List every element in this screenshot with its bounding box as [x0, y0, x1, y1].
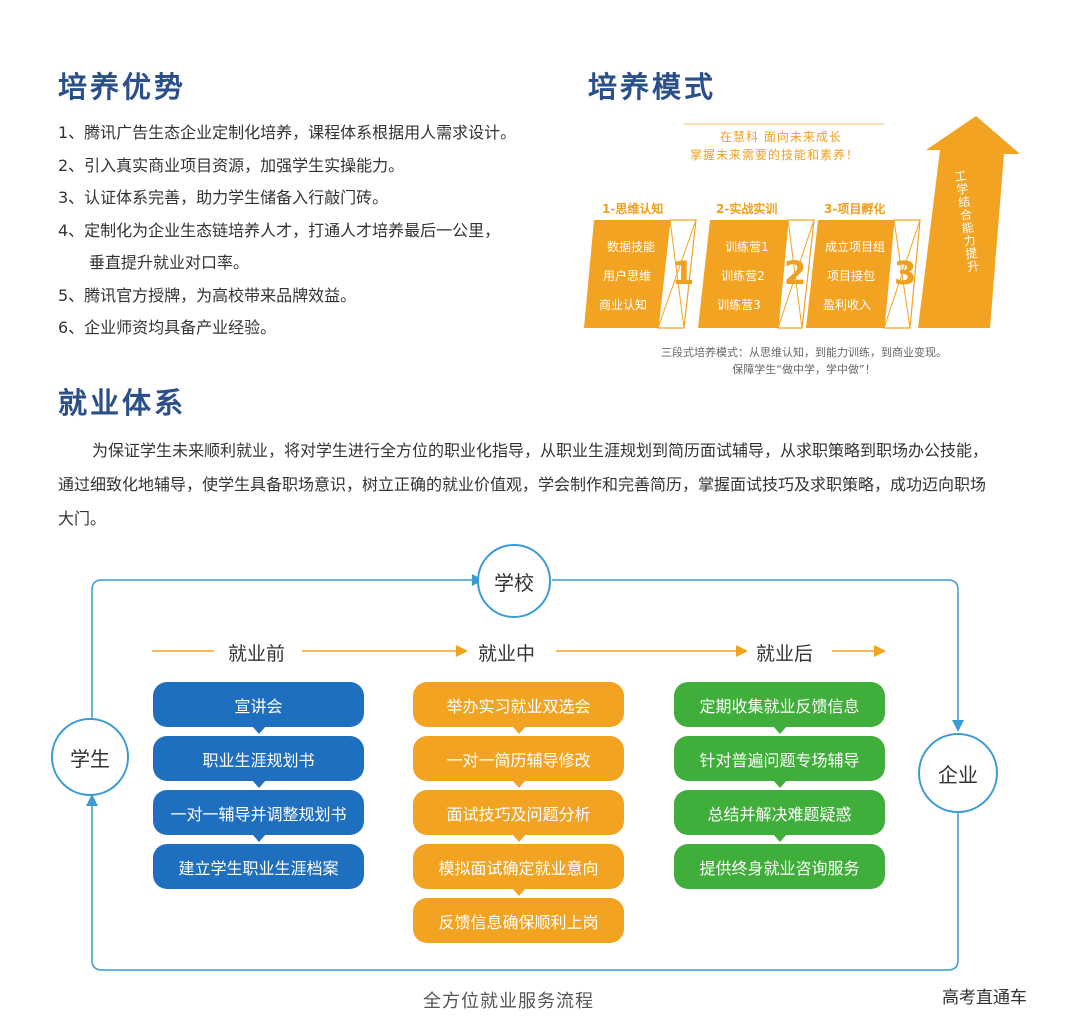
stage-block-3: [806, 220, 894, 328]
employment-paragraph: 为保证学生未来顺利就业，将对学生进行全方位的职业化指导，从职业生涯规划到简历面试…: [58, 441, 989, 528]
rising-arrow: [918, 116, 1020, 328]
stage-item: 数据技能: [606, 240, 655, 254]
staircase-graphic: [584, 116, 1020, 329]
arrow-head: [952, 720, 964, 732]
advantage-item: 1、腾讯广告生态企业定制化培养，课程体系根据用人需求设计。: [58, 123, 517, 142]
advantage-item: 3、认证体系完善，助力学生储备入行敲门砖。: [58, 188, 389, 207]
arrow-head: [86, 794, 98, 806]
after-step: 总结并解决难题疑惑: [674, 790, 885, 842]
stage-item: 盈利收入: [822, 298, 871, 312]
advantage-item: 垂直提升就业对口率。: [89, 253, 250, 272]
slogan-line1: 在慧科 面向未来成长: [720, 130, 842, 144]
phase-before: 就业前: [228, 643, 286, 665]
stage-number-2: 2: [784, 254, 807, 292]
after-step: 定期收集就业反馈信息: [674, 682, 885, 734]
stage-item: 商业认知: [598, 298, 647, 312]
before-step: 宣讲会: [153, 682, 364, 734]
stage-label-3: 3-项目孵化: [824, 202, 886, 216]
student-circle: 学生: [51, 718, 129, 796]
advantage-item: 6、企业师资均具备产业经验。: [58, 318, 277, 337]
before-step: 职业生涯规划书: [153, 736, 364, 788]
flow-caption: 全方位就业服务流程: [423, 991, 594, 1012]
advantage-item: 2、引入真实商业项目资源，加强学生实操能力。: [58, 155, 405, 175]
during-step: 面试技巧及问题分析: [413, 790, 624, 842]
stage-item: 成立项目组: [824, 240, 885, 254]
model-caption-line1: 三段式培养模式：从思维认知，到能力训练，到商业变现。: [661, 346, 947, 359]
before-step: 一对一辅导并调整规划书: [153, 790, 364, 842]
advantage-item: 4、定制化为企业生态链培养人才，打通人才培养最后一公里，: [58, 220, 501, 240]
stage-item: 训练营2: [721, 269, 765, 283]
stage-item: 项目接包: [826, 269, 875, 283]
after-step: 针对普遍问题专场辅导: [674, 736, 885, 788]
during-step: 一对一简历辅导修改: [413, 736, 624, 788]
stage-item: 训练营3: [717, 298, 761, 312]
stage-item: 用户思维: [602, 269, 651, 283]
after-step: 提供终身就业咨询服务: [674, 844, 885, 889]
during-step: 反馈信息确保顺利上岗: [413, 898, 624, 943]
enterprise-circle: 企业: [918, 733, 998, 813]
stage-item: 训练营1: [725, 240, 769, 254]
model-title: 培养模式: [588, 70, 717, 104]
during-step: 模拟面试确定就业意向: [413, 844, 624, 896]
during-step: 举办实习就业双选会: [413, 682, 624, 734]
advantages-list: 1、腾讯广告生态企业定制化培养，课程体系根据用人需求设计。 2、引入真实商业项目…: [58, 117, 578, 345]
stage-number-1: 1: [672, 254, 695, 292]
stage-block-1: [584, 220, 670, 328]
model-caption-line2: 保障学生“做中学，学中做”！: [732, 363, 876, 376]
before-step: 建立学生职业生涯档案: [153, 844, 364, 889]
advantage-item: 5、腾讯官方授牌，为高校带来品牌效益。: [58, 285, 357, 305]
watermark: 高考直通车: [942, 988, 1027, 1008]
advantages-title: 培养优势: [58, 70, 187, 104]
stage-block-2: [698, 220, 788, 328]
stage-label-1: 1-思维认知: [602, 202, 664, 216]
employment-title: 就业体系: [58, 386, 187, 420]
phase-during: 就业中: [478, 643, 536, 665]
stage-number-3: 3: [894, 254, 917, 292]
slogan-line2: 掌握未来需要的技能和素养！: [690, 148, 860, 162]
stage-label-2: 2-实战实训: [716, 202, 778, 216]
school-circle: 学校: [477, 544, 551, 618]
phase-after: 就业后: [756, 643, 814, 665]
training-model-diagram: 在慧科 面向未来成长 掌握未来需要的技能和素养！ 1-思维认知 2-实战实训 3…: [584, 110, 1044, 380]
